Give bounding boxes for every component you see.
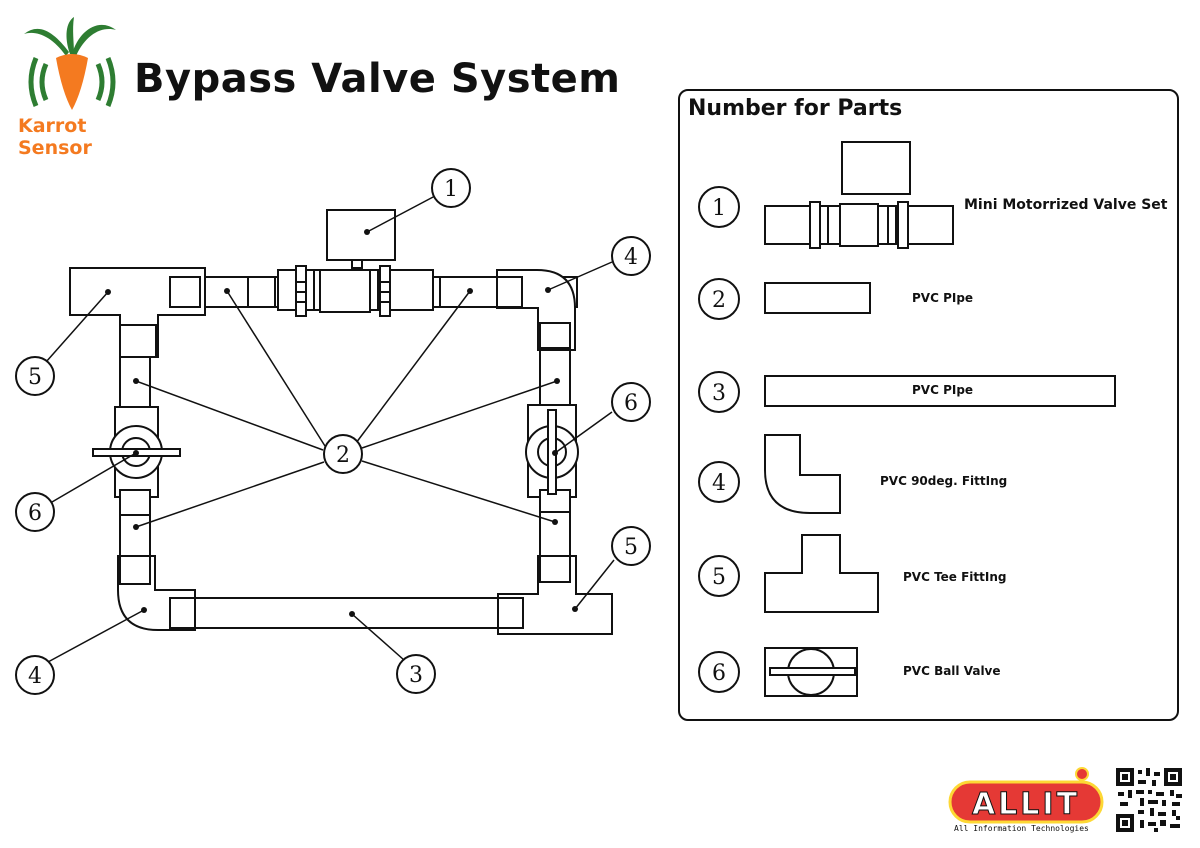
callout-6-right: 6 [624, 391, 638, 416]
callout-6-left: 6 [28, 501, 42, 526]
legend-number-3: 3 [712, 381, 726, 406]
legend-label-2: PVC PIpe [912, 291, 974, 305]
legend-label-3: PVC PIpe [912, 383, 974, 397]
legend-label-1: Mini Motorrized Valve Set [964, 197, 1168, 213]
callout-1: 1 [444, 177, 458, 202]
allit-subtitle: All Information Technologies [954, 824, 1089, 833]
motorized-valve [277, 209, 434, 317]
legend-title: Number for Parts [688, 96, 903, 121]
legend-pvc-pipe-long-icon [764, 375, 1116, 407]
callout-3: 3 [409, 663, 423, 688]
page-title: Bypass Valve System [134, 56, 621, 102]
legend-number-2: 2 [712, 288, 726, 313]
legend-graphics: 1 2 3 4 5 6 [698, 141, 1116, 697]
legend-tee-icon [764, 534, 879, 613]
parts-legend-panel [678, 89, 1179, 721]
legend-label-5: PVC Tee FittIng [903, 570, 1007, 584]
bottom-pipe [169, 597, 511, 629]
callout-2: 2 [336, 443, 350, 468]
bypass-diagram: 1 2 3 4 4 5 5 6 6 [15, 168, 651, 695]
tee-fitting-bottom-right [497, 555, 613, 635]
allit-logo-text: ALLIT [972, 787, 1080, 822]
qr-code [1114, 766, 1184, 834]
legend-number-1: 1 [712, 196, 726, 221]
ball-valve-right [525, 409, 579, 495]
legend-pvc-pipe-short-icon [764, 282, 871, 314]
legend-motorized-valve-icon [841, 141, 911, 195]
legend-label-6: PVC Ball Valve [903, 664, 1001, 678]
callout-4-top-right: 4 [624, 245, 638, 270]
legend-elbow-icon [764, 434, 841, 514]
legend-number-4: 4 [712, 471, 726, 496]
legend-label-4: PVC 90deg. FittIng [880, 474, 1008, 488]
brand-line1: Karrot [18, 115, 86, 137]
allit-logo: ALLIT [948, 767, 1104, 824]
callout-5-bottom-right: 5 [624, 535, 638, 560]
brand-line2: Sensor [18, 137, 92, 157]
legend-number-6: 6 [712, 661, 726, 686]
legend-number-5: 5 [712, 565, 726, 590]
callout-5-top-left: 5 [28, 365, 42, 390]
callout-4-bottom-left: 4 [28, 664, 42, 689]
karrot-sensor-logo: Karrot Sensor [18, 17, 116, 157]
